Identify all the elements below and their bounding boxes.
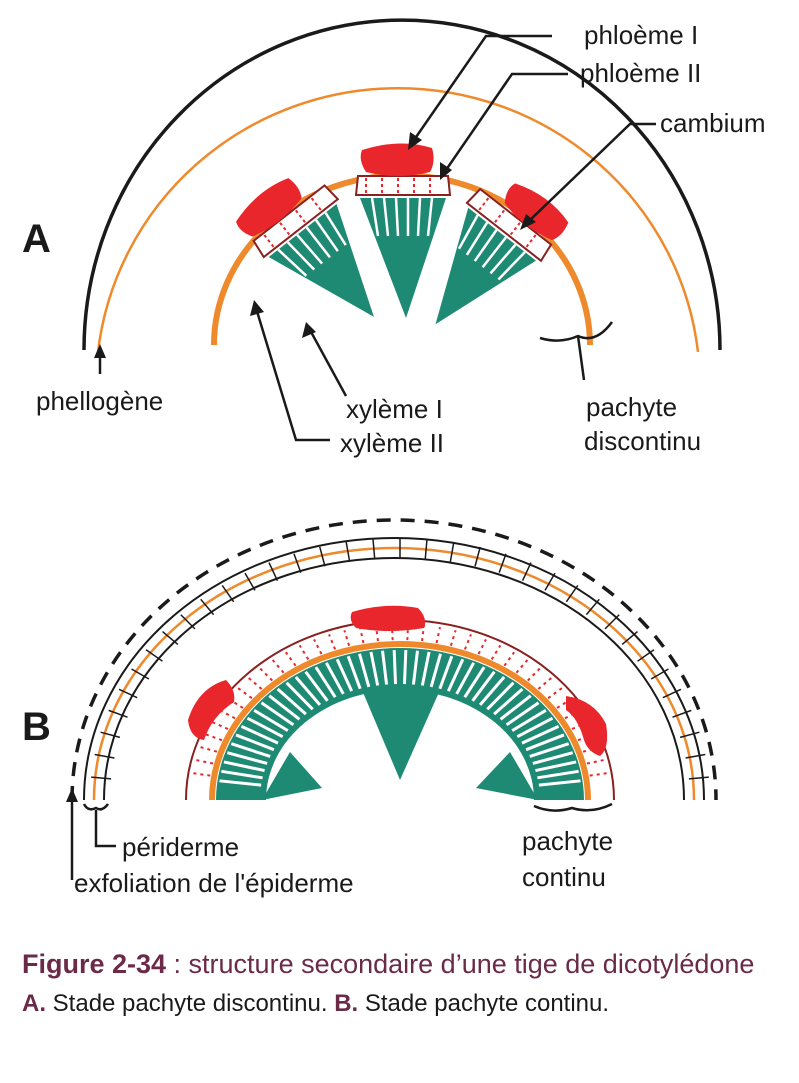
periderme-inner-arc-b bbox=[103, 557, 685, 801]
label-cambium: cambium bbox=[660, 108, 765, 138]
caption-title: Figure 2-34 : structure secondaire d’une… bbox=[22, 945, 792, 983]
caption-figure-number: Figure 2-34 bbox=[22, 949, 167, 979]
xyleme-wedge-right-b bbox=[476, 752, 538, 800]
caption-b-text: Stade pachyte continu. bbox=[358, 990, 610, 1017]
periderme-outer-arc-b bbox=[83, 537, 705, 801]
panel-b: B périderme exfoliation de l'épiderme pa… bbox=[22, 518, 718, 898]
caption-a-text: Stade pachyte discontinu. bbox=[46, 990, 335, 1017]
xyleme-wedge-center-b bbox=[362, 690, 440, 780]
phloeme-primary-center-a bbox=[360, 143, 434, 176]
phloeme-primary-right-b bbox=[566, 696, 608, 756]
label-pachyte-a-line1: pachyte bbox=[586, 392, 677, 422]
periderme-cell-walls bbox=[91, 538, 709, 780]
label-pachyte-b-line1: pachyte bbox=[522, 826, 613, 856]
phellogene-arc-a bbox=[96, 87, 700, 353]
phloeme-primary-center-b bbox=[350, 605, 426, 631]
label-phellogene: phellogène bbox=[36, 386, 163, 416]
label-xyleme-1: xylème I bbox=[346, 394, 443, 424]
figure-caption: Figure 2-34 : structure secondaire d’une… bbox=[22, 945, 792, 1019]
label-pachyte-a-line2: discontinu bbox=[584, 426, 701, 456]
phloeme-secondary-center-a bbox=[354, 175, 452, 196]
epidermis-arc-a bbox=[82, 18, 722, 351]
xyleme-wedge-right-a bbox=[435, 207, 536, 325]
xyleme-wedge-left-b bbox=[262, 752, 322, 800]
label-pachyte-b-line2: continu bbox=[522, 862, 606, 892]
vascular-bundle-left-a bbox=[236, 178, 374, 317]
phloeme-primary-left-a bbox=[236, 178, 302, 237]
label-phloeme-1: phloème I bbox=[584, 20, 698, 50]
leader-lines-a bbox=[98, 34, 656, 442]
phellogene-arc-b bbox=[92, 546, 696, 801]
caption-title-text: : structure secondaire d’une tige de dic… bbox=[166, 949, 755, 979]
label-phloeme-2: phloème II bbox=[580, 58, 701, 88]
phloeme-primary-right-a bbox=[504, 183, 569, 241]
phloeme-primary-left-b bbox=[188, 680, 235, 740]
label-periderme: périderme bbox=[122, 832, 239, 862]
caption-b-letter: B. bbox=[334, 990, 359, 1017]
panel-letter-b: B bbox=[22, 705, 51, 749]
panel-a: A phloème I phloème II cambium phellogèn… bbox=[22, 18, 765, 458]
caption-stages: A. Stade pachyte discontinu. B. Stade pa… bbox=[22, 989, 792, 1019]
xyleme-ring-b bbox=[216, 648, 584, 800]
leader-lines-b bbox=[70, 796, 613, 880]
label-exfoliation: exfoliation de l'épiderme bbox=[74, 868, 354, 898]
exfoliation-arrowhead bbox=[66, 788, 78, 802]
caption-a-letter: A. bbox=[22, 990, 46, 1017]
xyleme-wedge-center-a bbox=[360, 198, 446, 318]
panel-letter-a: A bbox=[22, 217, 51, 261]
leader-arrowheads-a bbox=[94, 132, 536, 358]
cambium-arc-b bbox=[209, 641, 591, 801]
vascular-bundle-center-a bbox=[354, 143, 452, 318]
xyleme-secondary-lines-b bbox=[219, 650, 581, 787]
label-xyleme-2: xylème II bbox=[340, 428, 444, 458]
xyleme-wedge-left-a bbox=[268, 204, 374, 317]
pachyte-discontinu-brace bbox=[539, 321, 614, 342]
